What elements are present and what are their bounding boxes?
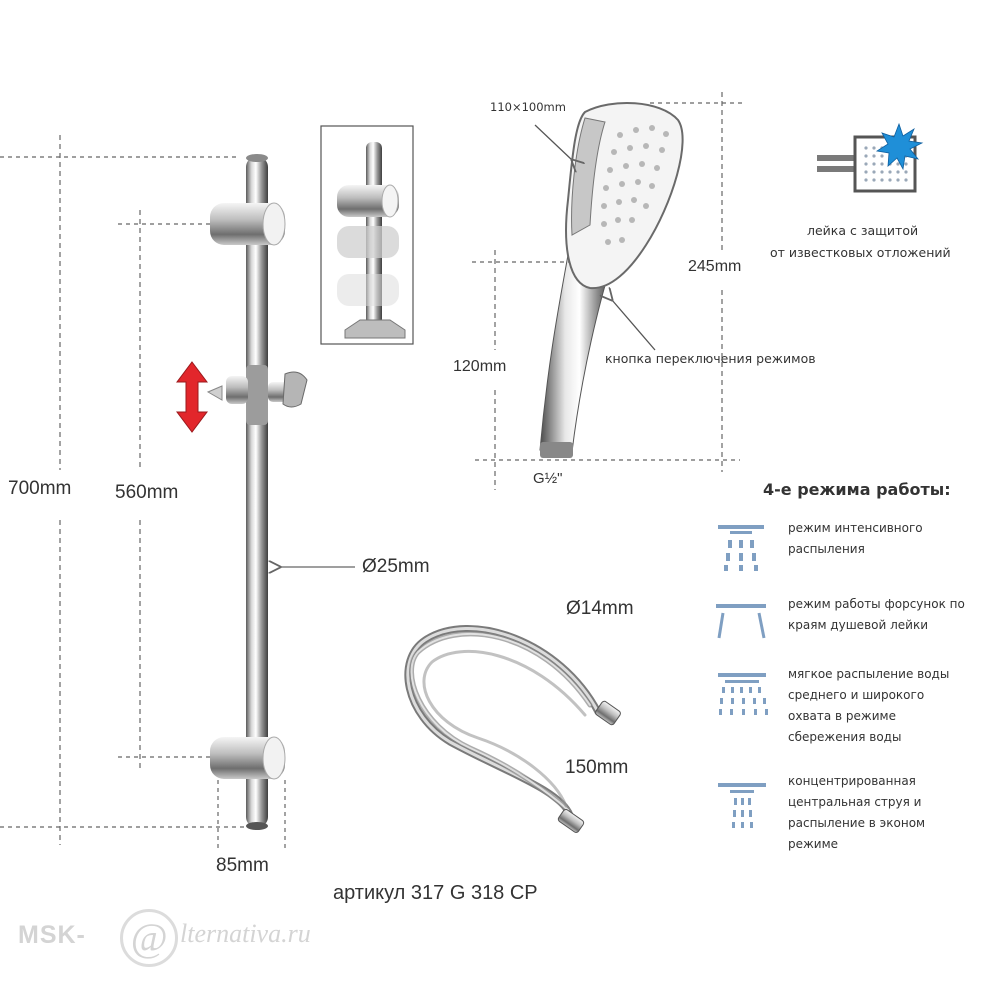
mode-item-concentrated: концентрированная центральная струя и ра… <box>788 771 925 855</box>
edge-nozzles-icon <box>716 604 766 639</box>
rod-diameter-label: Ø25mm <box>362 556 430 577</box>
mode-line: распыления <box>788 542 865 556</box>
mode-line: среднего и широкого <box>788 688 925 702</box>
mode-line: концентрированная <box>788 774 916 788</box>
mode-item-edge: режим работы форсунок по краям душевой л… <box>788 594 965 636</box>
nozzle-pattern <box>601 125 669 245</box>
head-length-label: 245mm <box>688 258 742 275</box>
mode-line: мягкое распыление воды <box>788 667 950 681</box>
mode-line: краям душевой лейки <box>788 618 928 632</box>
article-number: артикул 317 G 318 CP <box>333 882 538 904</box>
mode-line: центральная струя и <box>788 795 922 809</box>
dimension-lines-shower <box>472 92 745 490</box>
head-size-label: 110×100mm <box>490 100 566 114</box>
logo-main-text: MSK- <box>18 921 86 949</box>
shower-pointers <box>534 124 656 351</box>
mode-item-soft: мягкое распыление воды среднего и широко… <box>788 664 949 748</box>
slide-rail <box>246 154 268 830</box>
logo-at-symbol: @ <box>120 909 178 967</box>
adjust-height-arrow <box>176 361 208 433</box>
thread-label: G½" <box>533 470 563 487</box>
soft-spray-icon <box>718 673 768 715</box>
total-height-label: 700mm <box>8 478 72 499</box>
mode-line: режим работы форсунок по <box>788 597 965 611</box>
bracket-detail-inset <box>320 125 414 345</box>
mode-line: охвата в режиме <box>788 709 896 723</box>
anti-limescale-icon <box>817 122 924 193</box>
anti-limescale-line1: лейка с защитой <box>807 223 919 238</box>
handle-length-label: 120mm <box>453 358 507 375</box>
logo-tail-text: lternativa.ru <box>180 919 311 948</box>
modes-heading: 4-е режима работы: <box>763 480 951 499</box>
hose-diameter-label: Ø14mm <box>566 598 634 619</box>
mode-line: сбережения воды <box>788 730 902 744</box>
mode-line: режиме <box>788 837 839 851</box>
sliding-holder <box>206 365 308 425</box>
mode-line: режим интенсивного <box>788 521 923 535</box>
dimension-lines-rail <box>0 135 286 850</box>
hose-nut-bottom <box>557 809 585 833</box>
concentrated-jet-icon <box>718 783 766 828</box>
hose-length-label: 150mm <box>565 757 629 778</box>
wall-offset-label: 85mm <box>216 855 269 876</box>
hand-shower <box>539 102 684 458</box>
hose-nut-top <box>595 700 621 726</box>
anti-limescale-line2: от известковых отложений <box>770 245 951 260</box>
top-wall-bracket <box>210 202 286 246</box>
mode-button-label: кнопка переключения режимов <box>605 351 816 366</box>
mode-line: распыление в эконом <box>788 816 926 830</box>
mode-item-intensive: режим интенсивного распыления <box>788 518 923 560</box>
shower-hose <box>404 624 602 819</box>
bottom-wall-bracket <box>210 736 286 780</box>
intensive-spray-icon <box>718 525 764 571</box>
bracket-spacing-label: 560mm <box>115 482 179 503</box>
